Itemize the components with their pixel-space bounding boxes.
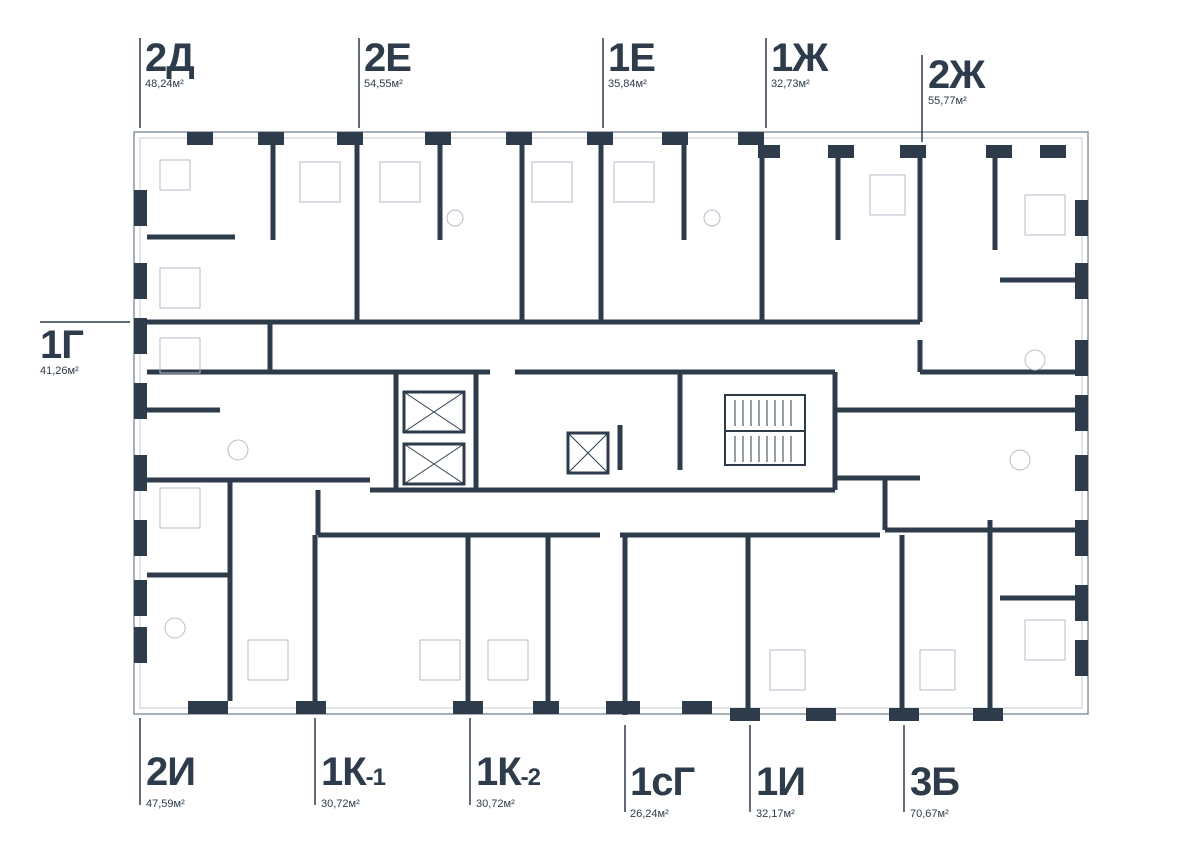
unit-code: 2Ж [928,53,985,97]
unit-area: 54,55м² [364,78,403,90]
unit-area: 48,24м² [145,78,184,90]
unit-code: 1Г [40,323,84,367]
unit-label-top-3[interactable]: 1Е 35,84м² [608,36,656,91]
interior-walls [147,145,1075,715]
unit-area: 35,84м² [608,78,647,90]
unit-code: 1Е [608,36,656,80]
unit-label-bottom-5[interactable]: 1И 32,17м² [756,760,806,821]
room-furniture [159,159,1066,691]
unit-code: 2Д [145,36,195,80]
unit-area: 30,72м² [476,798,515,810]
unit-code: 1сГ [630,760,695,804]
unit-code: 3Б [910,760,960,804]
unit-code: 2Е [364,36,412,80]
unit-label-left[interactable]: 1Г 41,26м² [40,323,84,378]
unit-label-bottom-4[interactable]: 1сГ 26,24м² [630,760,695,821]
unit-code: 2И [146,750,196,794]
unit-area: 55,77м² [928,95,967,107]
building-outline [133,131,1089,715]
unit-code: 1К-2 [476,750,541,794]
unit-label-bottom-1[interactable]: 2И 47,59м² [146,750,196,811]
unit-label-bottom-6[interactable]: 3Б 70,67м² [910,760,960,821]
unit-code: 1Ж [771,36,828,80]
unit-label-top-2[interactable]: 2Е 54,55м² [364,36,412,91]
label-leaders [40,38,923,812]
unit-area: 47,59м² [146,798,185,810]
unit-area: 70,67м² [910,808,949,820]
wall-segments [134,132,1088,721]
unit-label-bottom-2[interactable]: 1К-1 30,72м² [321,750,386,811]
unit-area: 41,26м² [40,365,79,377]
elevator-shafts [402,390,610,486]
building-outline-inner [139,137,1083,709]
unit-label-bottom-3[interactable]: 1К-2 30,72м² [476,750,541,811]
unit-label-top-5[interactable]: 2Ж 55,77м² [928,53,985,108]
unit-label-top-4[interactable]: 1Ж 32,73м² [771,36,828,91]
unit-code: 1И [756,760,806,804]
unit-area: 26,24м² [630,808,669,820]
unit-label-top-1[interactable]: 2Д 48,24м² [145,36,195,91]
stairwell [724,394,806,466]
unit-area: 32,73м² [771,78,810,90]
unit-area: 30,72м² [321,798,360,810]
unit-code: 1К-1 [321,750,386,794]
unit-area: 32,17м² [756,808,795,820]
